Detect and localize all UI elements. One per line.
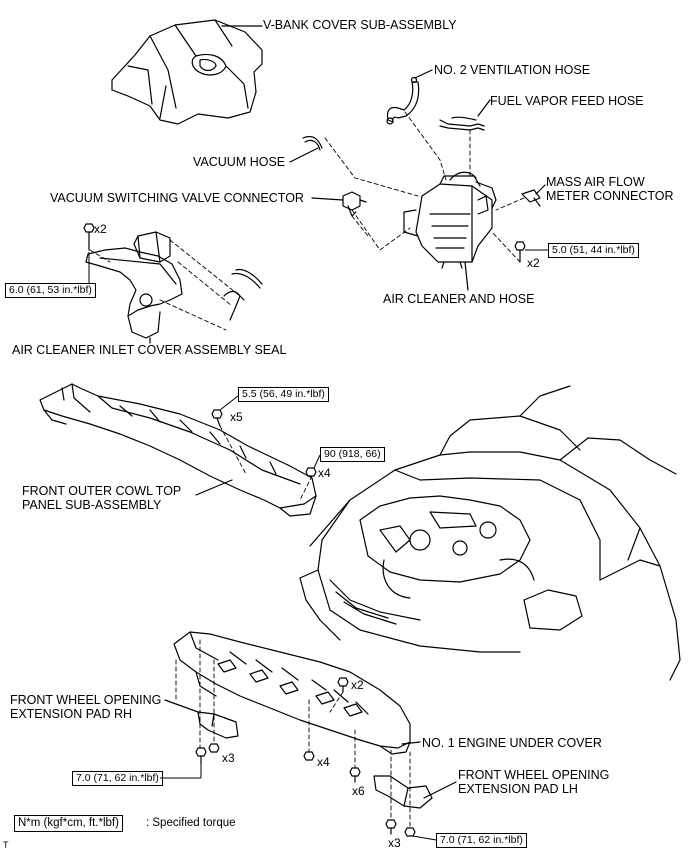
quantity-label: x3 xyxy=(222,751,235,765)
label-v-bank-cover: V-BANK COVER SUB-ASSEMBLY xyxy=(263,18,457,32)
torque-box: 90 (918, 66) xyxy=(320,447,385,462)
leader-pad-rh xyxy=(164,699,199,713)
quantity-label: x2 xyxy=(94,222,107,236)
leader-vent-hose xyxy=(414,69,433,79)
label-no2-ventilation-hose: NO. 2 VENTILATION HOSE xyxy=(434,63,591,77)
legend-torque-unit: N*m (kgf*cm, ft.*lbf) xyxy=(14,815,123,832)
label-maf-line2: METER CONNECTOR xyxy=(546,189,674,203)
label-cowl-line2: PANEL SUB-ASSEMBLY xyxy=(22,498,162,512)
label-pad-lh-line2: EXTENSION PAD LH xyxy=(458,782,578,796)
under-cover-drawing xyxy=(173,631,411,755)
air-cleaner-drawing xyxy=(403,171,497,269)
quantity-label: x4 xyxy=(317,755,330,769)
dashed-guide-lines xyxy=(89,111,525,331)
car-front-drawing xyxy=(299,385,681,681)
legend-torque-meaning: : Specified torque xyxy=(146,817,236,829)
quantity-label: x3 xyxy=(388,836,401,850)
leader-pad-lh xyxy=(423,781,457,799)
corner-mark: T xyxy=(3,840,9,850)
label-pad-lh-line1: FRONT WHEEL OPENING xyxy=(458,768,610,782)
cowl-panel-drawing xyxy=(39,383,317,517)
leader-fuel-hose xyxy=(477,99,491,117)
torque-box: 7.0 (71, 62 in.*lbf) xyxy=(436,833,527,848)
label-vsv-connector: VACUUM SWITCHING VALVE CONNECTOR xyxy=(50,191,304,205)
label-air-cleaner-and-hose: AIR CLEANER AND HOSE xyxy=(383,292,535,306)
leader-vacuum-hose xyxy=(289,147,319,163)
quantity-label: x2 xyxy=(351,678,364,692)
quantity-label: x4 xyxy=(318,466,331,480)
v-bank-cover-drawing xyxy=(111,19,263,125)
label-vacuum-hose: VACUUM HOSE xyxy=(193,155,286,169)
label-inlet-cover-seal: AIR CLEANER INLET COVER ASSEMBLY SEAL xyxy=(12,343,287,357)
vacuum-hose-drawing xyxy=(302,135,323,149)
label-maf-line1: MASS AIR FLOW xyxy=(546,175,645,189)
label-engine-under-cover: NO. 1 ENGINE UNDER COVER xyxy=(422,736,602,750)
pad-lh-drawing xyxy=(373,775,433,809)
label-pad-rh-line2: EXTENSION PAD RH xyxy=(10,707,133,721)
torque-box: 5.5 (56, 49 in.*lbf) xyxy=(238,387,329,402)
leader-cowl xyxy=(195,479,233,496)
leader-under-cover xyxy=(401,741,421,745)
label-pad-rh-line1: FRONT WHEEL OPENING xyxy=(10,693,162,707)
torque-box: 5.0 (51, 44 in.*lbf) xyxy=(548,243,639,258)
leader-air-cleaner xyxy=(464,261,469,291)
torque-box: 6.0 (61, 53 in.*lbf) xyxy=(5,283,96,298)
quantity-label: x6 xyxy=(352,784,365,798)
small-hose-drawing xyxy=(223,268,263,321)
label-fuel-vapor-feed-hose: FUEL VAPOR FEED HOSE xyxy=(490,94,644,108)
inlet-cover-seal-drawing xyxy=(85,231,183,339)
under-cover-guide-lines xyxy=(175,639,411,829)
cowl-guide-lines xyxy=(219,425,313,501)
maf-connector-drawing xyxy=(521,189,541,207)
quantity-label: x2 xyxy=(527,256,540,270)
torque-box: 7.0 (71, 62 in.*lbf) xyxy=(72,771,163,786)
leader-vsv xyxy=(311,197,344,201)
leader-maf xyxy=(535,184,546,195)
ventilation-hose-drawing xyxy=(386,76,420,125)
label-cowl-line1: FRONT OUTER COWL TOP xyxy=(22,484,182,498)
quantity-label: x5 xyxy=(230,410,243,424)
